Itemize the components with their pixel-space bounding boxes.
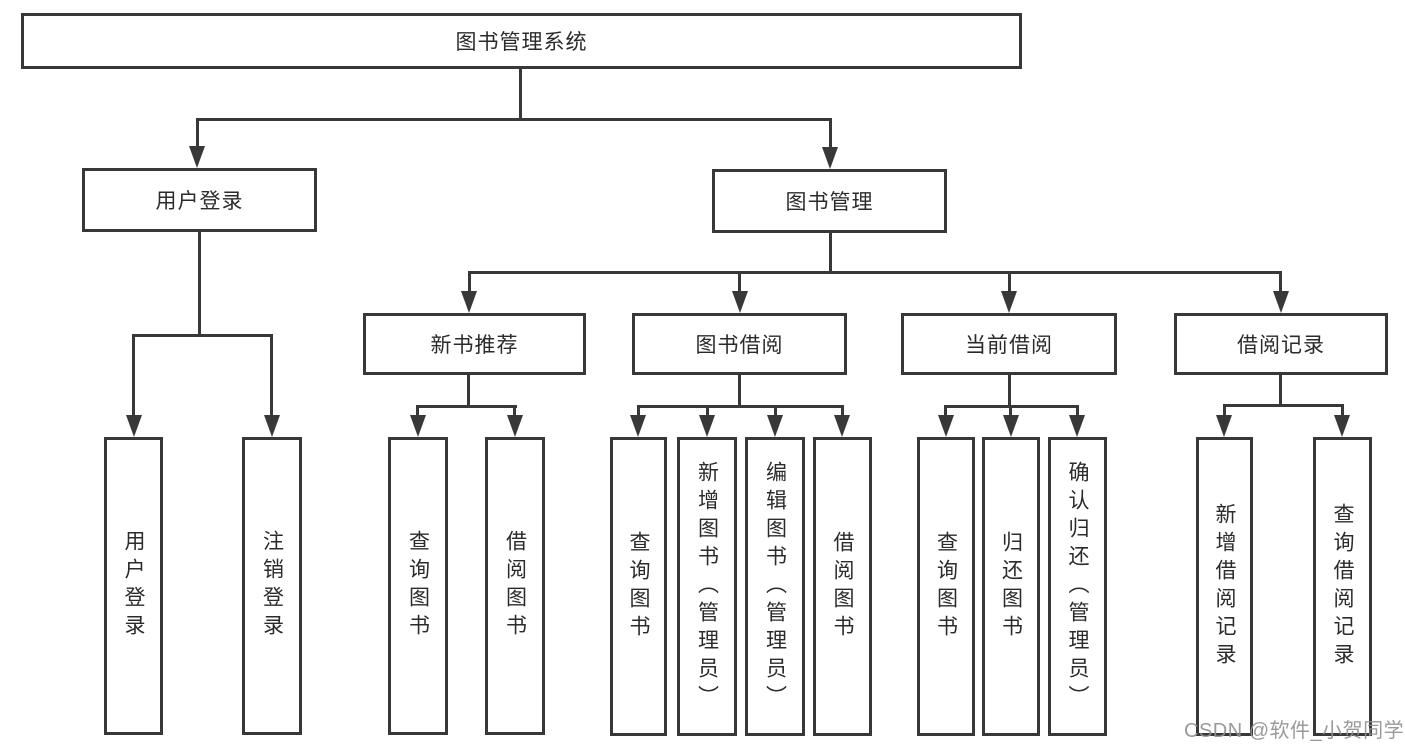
connector-hline <box>1223 404 1344 407</box>
node-library-system: 图书管理系统 <box>21 13 1022 69</box>
connector-vline <box>841 405 844 419</box>
arrowhead-icon <box>1003 415 1019 437</box>
arrowhead-icon <box>1069 415 1085 437</box>
connector-vline <box>467 375 470 408</box>
connector-vline <box>132 334 135 419</box>
connector-vline <box>1009 405 1012 419</box>
node-label: 新增图书（管理员） <box>695 460 719 713</box>
arrowhead-icon <box>1273 291 1289 313</box>
connector-vline <box>774 405 777 419</box>
arrowhead-icon <box>732 291 748 313</box>
connector-hline <box>637 405 844 408</box>
node-book-borrowing: 图书借阅 <box>632 313 847 375</box>
connector-vline <box>1223 404 1226 419</box>
connector-vline <box>270 334 273 419</box>
node-label: 归还图书 <box>999 530 1023 643</box>
node-label: 查询图书 <box>934 530 958 643</box>
node-label: 确认归还（管理员） <box>1066 460 1089 713</box>
connector-vline <box>196 118 199 150</box>
node-label: 借阅图书 <box>503 530 527 642</box>
connector-hline <box>416 405 517 408</box>
arrowhead-icon <box>1216 415 1232 437</box>
connector-vline <box>1279 375 1282 407</box>
connector-vline <box>468 271 471 295</box>
arrowhead-icon <box>507 415 523 437</box>
node-label: 图书管理 <box>785 191 874 214</box>
node-label: 用户登录 <box>155 190 244 213</box>
arrowhead-icon <box>834 415 850 437</box>
node-current-borrowing: 当前借阅 <box>901 313 1117 375</box>
connector-hline <box>468 271 1282 274</box>
connector-vline <box>829 233 832 274</box>
node-label: 用户登录 <box>122 530 145 642</box>
node-query-books-current: 查询图书 <box>917 437 975 736</box>
arrowhead-icon <box>264 415 280 437</box>
connector-vline <box>198 232 201 337</box>
node-label: 借阅图书 <box>831 530 854 643</box>
arrowhead-icon <box>822 147 838 169</box>
arrowhead-icon <box>938 415 954 437</box>
node-query-books-borrowing: 查询图书 <box>610 437 667 736</box>
node-label: 图书借阅 <box>695 334 784 357</box>
node-user-login-leaf: 用户登录 <box>104 437 163 735</box>
node-query-books-recommend: 查询图书 <box>388 437 448 735</box>
connector-vline <box>829 118 832 151</box>
arrowhead-icon <box>1001 291 1017 313</box>
node-logout: 注销登录 <box>242 437 302 735</box>
connector-vline <box>1008 271 1011 295</box>
node-label: 当前借阅 <box>965 334 1053 357</box>
node-label: 查询图书 <box>627 530 650 643</box>
arrowhead-icon <box>767 415 783 437</box>
connector-vline <box>519 68 522 121</box>
connector-vline <box>738 375 741 408</box>
node-label: 新书推荐 <box>430 334 519 357</box>
node-label: 编辑图书（管理员） <box>763 460 787 713</box>
node-label: 查询图书 <box>406 530 430 642</box>
connector-vline <box>944 405 947 419</box>
connector-vline <box>738 271 741 295</box>
arrowhead-icon <box>410 415 426 437</box>
connector-vline <box>637 405 640 419</box>
node-label: 新增借阅记录 <box>1213 502 1236 671</box>
node-confirm-return-admin: 确认归还（管理员） <box>1048 437 1107 736</box>
connector-vline <box>1008 375 1011 408</box>
arrowhead-icon <box>461 291 477 313</box>
connector-hline <box>132 334 273 337</box>
node-borrow-books-recommend: 借阅图书 <box>485 437 545 735</box>
connector-vline <box>1279 271 1282 295</box>
node-edit-books-admin: 编辑图书（管理员） <box>745 437 805 736</box>
node-label: 注销登录 <box>260 530 284 642</box>
connector-vline <box>1076 405 1079 419</box>
node-query-borrow-record: 查询借阅记录 <box>1313 437 1372 736</box>
node-book-management: 图书管理 <box>712 169 947 233</box>
arrowhead-icon <box>630 415 646 437</box>
arrowhead-icon <box>1334 415 1350 437</box>
watermark: CSDN @软件_小贺同学 <box>1184 720 1405 742</box>
arrowhead-icon <box>189 146 205 168</box>
node-label: 图书管理系统 <box>455 31 588 54</box>
node-label: 借阅记录 <box>1237 334 1325 357</box>
node-add-borrow-record: 新增借阅记录 <box>1196 437 1253 736</box>
node-user-login: 用户登录 <box>82 168 317 232</box>
connector-hline <box>196 118 832 121</box>
node-add-books-admin: 新增图书（管理员） <box>677 437 737 736</box>
arrowhead-icon <box>126 415 142 437</box>
node-new-book-recommendation: 新书推荐 <box>363 313 586 375</box>
node-borrowing-records: 借阅记录 <box>1174 313 1388 375</box>
node-label: 查询借阅记录 <box>1331 502 1354 671</box>
connector-vline <box>513 405 516 419</box>
node-borrow-books-borrowing: 借阅图书 <box>813 437 872 736</box>
connector-vline <box>1341 404 1344 419</box>
connector-vline <box>416 405 419 419</box>
arrowhead-icon <box>699 415 715 437</box>
node-return-books: 归还图书 <box>982 437 1040 736</box>
connector-vline <box>706 405 709 419</box>
